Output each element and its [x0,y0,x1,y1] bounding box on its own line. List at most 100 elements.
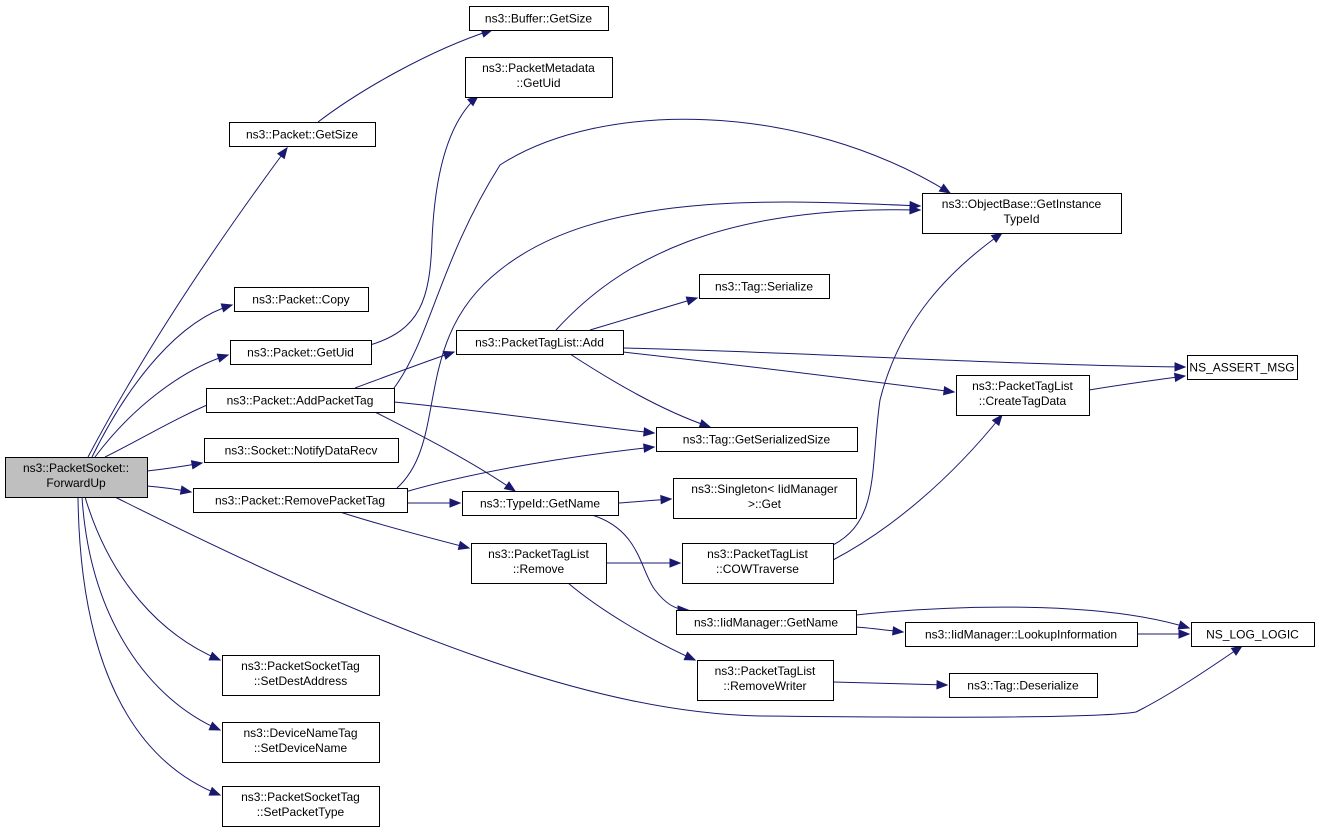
node-packet_getsize[interactable]: ns3::Packet::GetSize [229,122,376,147]
node-packetsockettag_setdestaddress[interactable]: ns3::PacketSocketTag::SetDestAddress [222,655,380,696]
node-box[interactable] [462,491,619,516]
node-iidmanager_getname[interactable]: ns3::IidManager::GetName [676,610,857,635]
node-packet_copy[interactable]: ns3::Packet::Copy [234,287,369,312]
arrow-head-icon [685,296,699,306]
node-box[interactable] [230,340,372,365]
arrow-head-icon [276,146,288,160]
node-box[interactable] [222,722,380,763]
edge-packettaglist_add-to-packettaglist_createtagdata [622,351,956,396]
node-box[interactable] [222,786,380,827]
node-box[interactable] [229,122,376,147]
node-label: ns3::PacketSocketTag [241,659,360,673]
node-label: ns3::Singleton< IidManager [691,482,837,496]
node-label: ns3::Tag::Serialize [715,280,813,294]
node-typeid_getname[interactable]: ns3::TypeId::GetName [462,491,619,516]
node-label: ::COWTraverse [716,562,799,576]
arrow-head-icon [683,651,697,661]
node-tag_deserialize[interactable]: ns3::Tag::Deserialize [949,673,1098,698]
node-label: ns3::TypeId::GetName [480,497,600,511]
node-label: ns3::PacketTagList [488,547,589,561]
edge-packettaglist_add-to-tag_getserializedsize [569,353,712,429]
node-box[interactable] [204,438,399,463]
node-box[interactable] [905,622,1138,647]
node-box[interactable] [234,287,369,312]
node-devicenametag_setdevicename[interactable]: ns3::DeviceNameTag::SetDeviceName [222,722,380,763]
node-box[interactable] [456,330,624,355]
edge-line [404,446,655,493]
edge-packet_removepackettag-to-tag_getserializedsize [404,443,656,493]
node-label: ns3::IidManager::LookupInformation [925,628,1117,642]
node-box[interactable] [469,6,609,31]
edge-forwardup-to-packet_getsize [87,146,288,458]
node-label: ns3::PacketTagList [707,547,808,561]
node-packettaglist_cowtraverse[interactable]: ns3::PacketTagList::COWTraverse [682,543,834,584]
node-label: ns3::Packet::GetSize [246,128,358,142]
node-box[interactable] [471,543,607,584]
node-box[interactable] [956,375,1090,416]
arrow-head-icon [1230,645,1244,656]
node-label: ::GetUid [516,76,560,90]
node-box[interactable] [673,478,857,519]
node-metadata_getuid[interactable]: ns3::PacketMetadata::GetUid [465,57,613,98]
node-box[interactable] [656,427,858,452]
node-label: ns3::Socket::NotifyDataRecv [225,444,378,458]
node-box[interactable] [465,57,613,98]
node-packet_getuid[interactable]: ns3::Packet::GetUid [230,340,372,365]
node-label: ns3::Tag::Deserialize [967,679,1079,693]
edge-line [84,496,221,661]
edge-packettaglist_add-to-objectbase_getinstancetypeid [555,205,922,331]
node-packet_removepackettag[interactable]: ns3::Packet::RemovePacketTag [193,488,408,513]
node-box[interactable] [676,610,857,635]
node-box[interactable] [1191,622,1315,647]
arrow-head-icon [938,183,952,194]
node-box[interactable] [206,388,395,413]
node-label: ns3::Tag::GetSerializedSize [683,433,831,447]
nodes-layer: ns3::PacketSocket::ForwardUp ns3::Buffer:… [5,6,1315,827]
node-ns_assert_msg[interactable]: NS_ASSERT_MSG [1187,355,1298,380]
node-tag_serialize[interactable]: ns3::Tag::Serialize [699,274,830,299]
node-box[interactable] [193,488,408,513]
node-packettaglist_add[interactable]: ns3::PacketTagList::Add [456,330,624,355]
node-forwardup[interactable]: ns3::PacketSocket::ForwardUp [5,457,148,498]
node-buffer_getsize[interactable]: ns3::Buffer::GetSize [469,6,609,31]
node-label: ::RemoveWriter [723,679,806,693]
node-packetsockettag_setpackettype[interactable]: ns3::PacketSocketTag::SetPacketType [222,786,380,827]
node-box[interactable] [5,457,148,498]
node-box[interactable] [949,673,1098,698]
edge-packet_addpackettag-to-typeid_getname [374,411,517,492]
node-box[interactable] [1187,355,1298,380]
node-box[interactable] [922,193,1122,234]
node-packettaglist_remove[interactable]: ns3::PacketTagList::Remove [471,543,607,584]
node-packettaglist_removewriter[interactable]: ns3::PacketTagList::RemoveWriter [697,660,834,701]
arrow-head-icon [643,443,656,453]
node-label: ::Remove [513,562,565,576]
arrow-head-icon [1174,362,1187,372]
edge-packettaglist_remove-to-packettaglist_removewriter [567,582,697,661]
edge-packet_removepackettag-to-typeid_getname [407,498,462,508]
arrow-head-icon [220,303,234,313]
edge-packettaglist_removewriter-to-tag_deserialize [832,679,949,690]
node-socket_notifydatarecv[interactable]: ns3::Socket::NotifyDataRecv [204,438,399,463]
edge-packet_addpackettag-to-packettaglist_add [354,350,456,389]
node-singleton_get[interactable]: ns3::Singleton< IidManager>::Get [673,478,857,519]
node-tag_getserializedsize[interactable]: ns3::Tag::GetSerializedSize [656,427,858,452]
node-box[interactable] [699,274,830,299]
edge-line [1088,375,1186,391]
node-packettaglist_createtagdata[interactable]: ns3::PacketTagList::CreateTagData [956,375,1090,416]
edge-iidmanager_getname-to-ns_log_logic [855,606,1191,630]
node-ns_log_logic[interactable]: NS_LOG_LOGIC [1191,622,1315,647]
node-packet_addpackettag[interactable]: ns3::Packet::AddPacketTag [206,388,395,413]
node-box[interactable] [222,655,380,696]
edge-line [569,353,711,428]
arrow-head-icon [698,419,712,429]
node-box[interactable] [682,543,834,584]
edge-line [832,681,948,686]
edge-line [87,147,288,458]
node-box[interactable] [697,660,834,701]
arrow-head-icon [449,498,462,508]
node-label: ns3::PacketMetadata [482,61,595,75]
arrow-head-icon [442,350,456,360]
edge-line [91,304,233,458]
node-iidmanager_lookupinformation[interactable]: ns3::IidManager::LookupInformation [905,622,1138,647]
